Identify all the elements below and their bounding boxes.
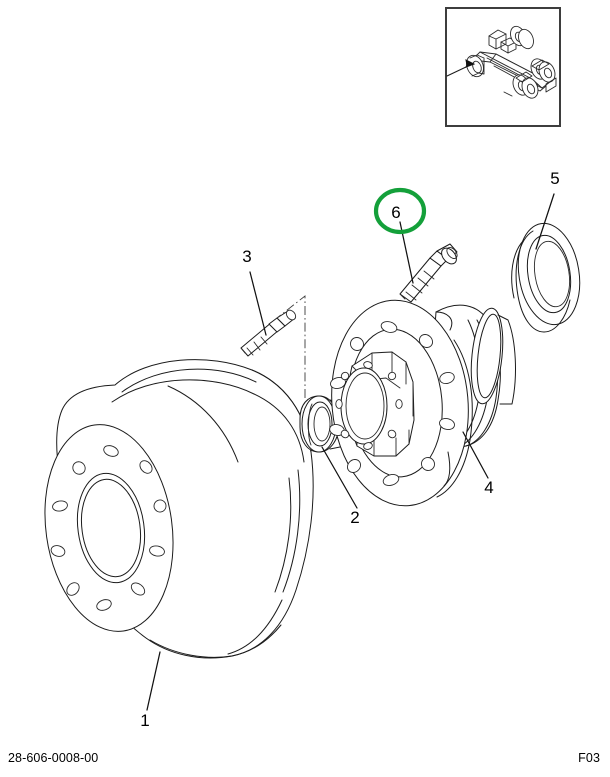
callout-number-3: 3: [242, 247, 251, 266]
leader-4: [462, 431, 489, 479]
figure-code: F03: [578, 751, 600, 765]
part-wheel-stud-long: [399, 243, 458, 303]
callout-number-6: 6: [391, 203, 400, 222]
callout-number-1: 1: [140, 711, 149, 730]
callout-number-4: 4: [484, 478, 493, 497]
part-wheel-hub: [329, 299, 516, 507]
inset-chassis-illustration: [446, 25, 557, 99]
leader-5: [535, 193, 555, 250]
callout-numbers: 1 2 3 4 5 6: [140, 169, 559, 730]
part-outer-oil-seal: [511, 222, 581, 333]
callout-leaders: [146, 193, 555, 711]
part-wheel-stud-short: [240, 295, 306, 398]
vehicle-location-inset: [445, 7, 561, 127]
leader-2: [321, 446, 358, 509]
leader-1: [146, 651, 161, 711]
drum-bolt-holes: [50, 445, 167, 611]
callout-number-5: 5: [550, 169, 559, 188]
stud-alignment-centerline: [276, 295, 306, 398]
leader-3: [249, 271, 267, 336]
highlight-ring-callout-6: [373, 187, 427, 235]
document-number: 28-606-0008-00: [8, 751, 99, 765]
part-brake-drum: [44, 359, 314, 659]
hub-bolt-holes: [329, 321, 455, 486]
callout-number-2: 2: [350, 508, 359, 527]
hub-center-boss: [335, 351, 415, 457]
